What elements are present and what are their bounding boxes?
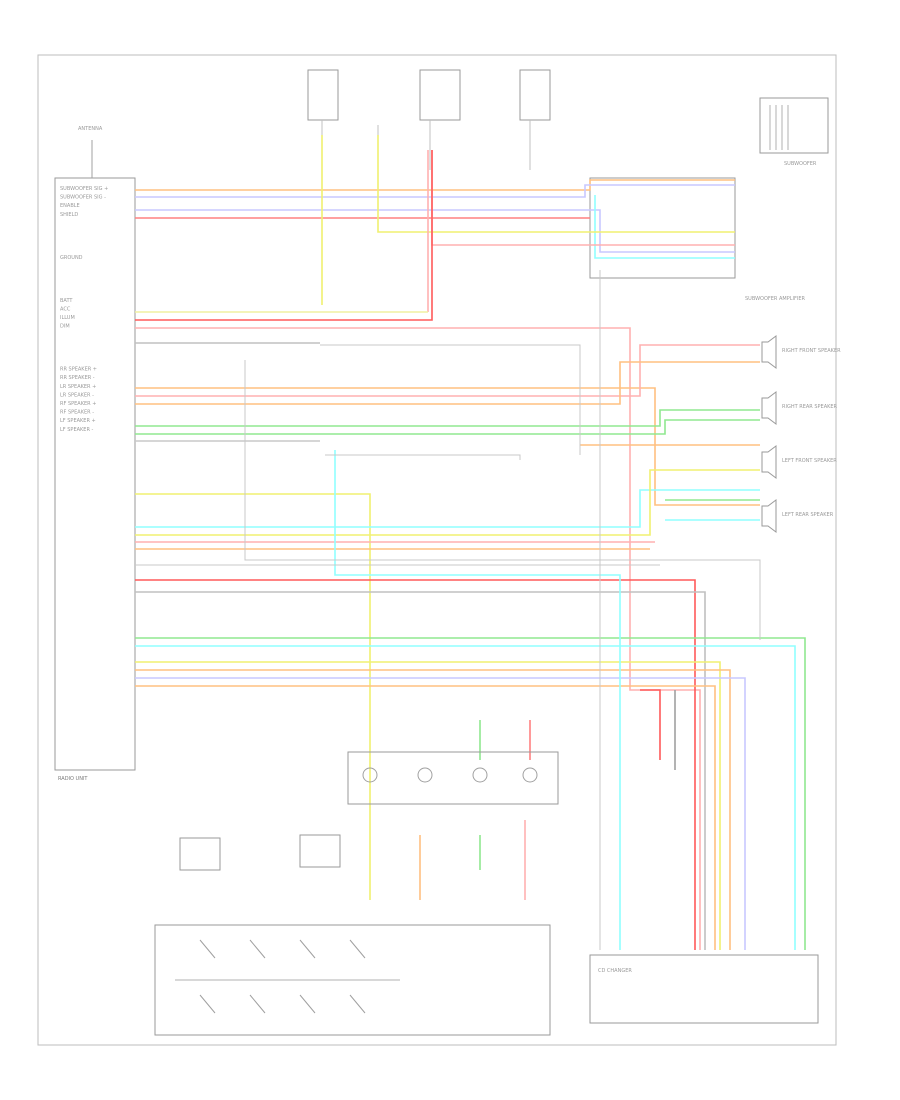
wire-acc-yellow xyxy=(377,135,735,233)
speaker: LEFT FRONT SPEAKER xyxy=(761,445,837,479)
switch-knobs xyxy=(362,767,538,783)
radio-pin-label: LF SPEAKER - xyxy=(60,427,94,433)
speaker-icon xyxy=(761,335,777,369)
wire-batt-red xyxy=(135,150,433,321)
speaker-label: RIGHT FRONT SPEAKER xyxy=(782,348,841,354)
speaker: RIGHT REAR SPEAKER xyxy=(761,391,838,425)
wires xyxy=(135,135,806,950)
amplifier-label: SUBWOOFER AMPLIFIER xyxy=(745,296,806,302)
radio-pin-label: LR SPEAKER - xyxy=(60,392,94,398)
wire-cyan-long xyxy=(135,645,796,950)
wire-yellow-h xyxy=(135,469,760,536)
fuse-box-1 xyxy=(307,69,339,121)
speaker-icon xyxy=(761,499,777,533)
radio-pin-label: SUBWOOFER SIG + xyxy=(60,186,108,192)
wire-yellow-vert xyxy=(135,493,371,750)
wire-rf-pos xyxy=(135,409,760,427)
radio-pin-label: RF SPEAKER + xyxy=(60,401,96,407)
wire-red-long xyxy=(135,579,696,950)
radio-pin-label: RR SPEAKER - xyxy=(60,375,95,381)
amplifier-outline xyxy=(589,177,736,279)
gray-routing xyxy=(135,270,761,950)
subwoofer-grille xyxy=(769,105,789,150)
radio-pin-label: DIM xyxy=(60,324,70,330)
switch-contacts xyxy=(199,939,366,1014)
module-box-2 xyxy=(179,837,221,871)
radio-pin-label: GROUND xyxy=(60,255,83,261)
wire-lr-pos xyxy=(135,361,760,405)
radio-pin-label: ACC xyxy=(60,306,71,312)
wire-yellow-long xyxy=(135,661,721,950)
wire-illum-pink xyxy=(135,327,701,950)
wire-lav-long xyxy=(135,677,746,950)
speaker-label: RIGHT REAR SPEAKER xyxy=(782,404,838,410)
subwoofer-label: SUBWOOFER xyxy=(784,161,817,167)
radio-pin-label: SUBWOOFER SIG - xyxy=(60,195,106,201)
power-sources xyxy=(307,69,551,170)
wire-rf-neg xyxy=(135,419,760,435)
wire-red-small xyxy=(640,689,661,760)
speaker: LEFT REAR SPEAKER xyxy=(761,499,834,533)
wire-green-long xyxy=(135,637,806,950)
radio-unit-label: RADIO UNIT xyxy=(58,776,88,782)
radio-unit-box xyxy=(54,177,136,771)
radio-pin-labels: SUBWOOFER SIG + SUBWOOFER SIG - ENABLE SHIE… xyxy=(60,186,108,433)
wire-amp-cyan xyxy=(594,195,735,259)
subwoofer-box xyxy=(759,97,829,154)
radio-pin-label: LF SPEAKER + xyxy=(60,418,96,424)
speaker-icon xyxy=(761,445,777,479)
speakers: RIGHT FRONT SPEAKER RIGHT REAR SPEAKER LEF… xyxy=(761,335,841,533)
speaker-icon xyxy=(761,391,777,425)
module-box xyxy=(299,834,341,868)
wire-orange-long xyxy=(135,669,731,950)
antenna-label: ANTENNA xyxy=(78,126,103,132)
diagram-frame xyxy=(37,54,837,1046)
wire-cyan-cd xyxy=(334,450,621,950)
wire-cyan-h xyxy=(135,489,760,528)
wire-rr-neg xyxy=(135,344,760,397)
fuse-box-3 xyxy=(519,69,551,121)
switch-assembly-box xyxy=(347,751,559,805)
radio-pin-label: BATT xyxy=(60,298,73,304)
wire-orange2-long xyxy=(135,685,716,950)
wire-sub-sig-neg xyxy=(135,184,735,198)
radio-pin-label: ENABLE xyxy=(60,203,80,209)
radio-pin-label: SHIELD xyxy=(60,212,78,218)
radio-pin-label: RF SPEAKER - xyxy=(60,410,94,416)
wire-shield xyxy=(135,209,735,253)
cd-changer-box xyxy=(589,954,819,1024)
switch-block-box xyxy=(154,924,551,1036)
speaker-label: LEFT REAR SPEAKER xyxy=(782,512,834,518)
cd-changer-label: CD CHANGER xyxy=(598,968,632,974)
radio-pin-label: LR SPEAKER + xyxy=(60,384,96,390)
speaker: RIGHT FRONT SPEAKER xyxy=(761,335,841,369)
wire-gray-long xyxy=(135,591,706,950)
radio-pin-label: RR SPEAKER + xyxy=(60,367,97,373)
fuse-box-2 xyxy=(419,69,461,121)
wire-rr-pos xyxy=(135,387,760,506)
speaker-label: LEFT FRONT SPEAKER xyxy=(782,458,837,464)
radio-pin-label: ILLUM xyxy=(60,315,75,321)
